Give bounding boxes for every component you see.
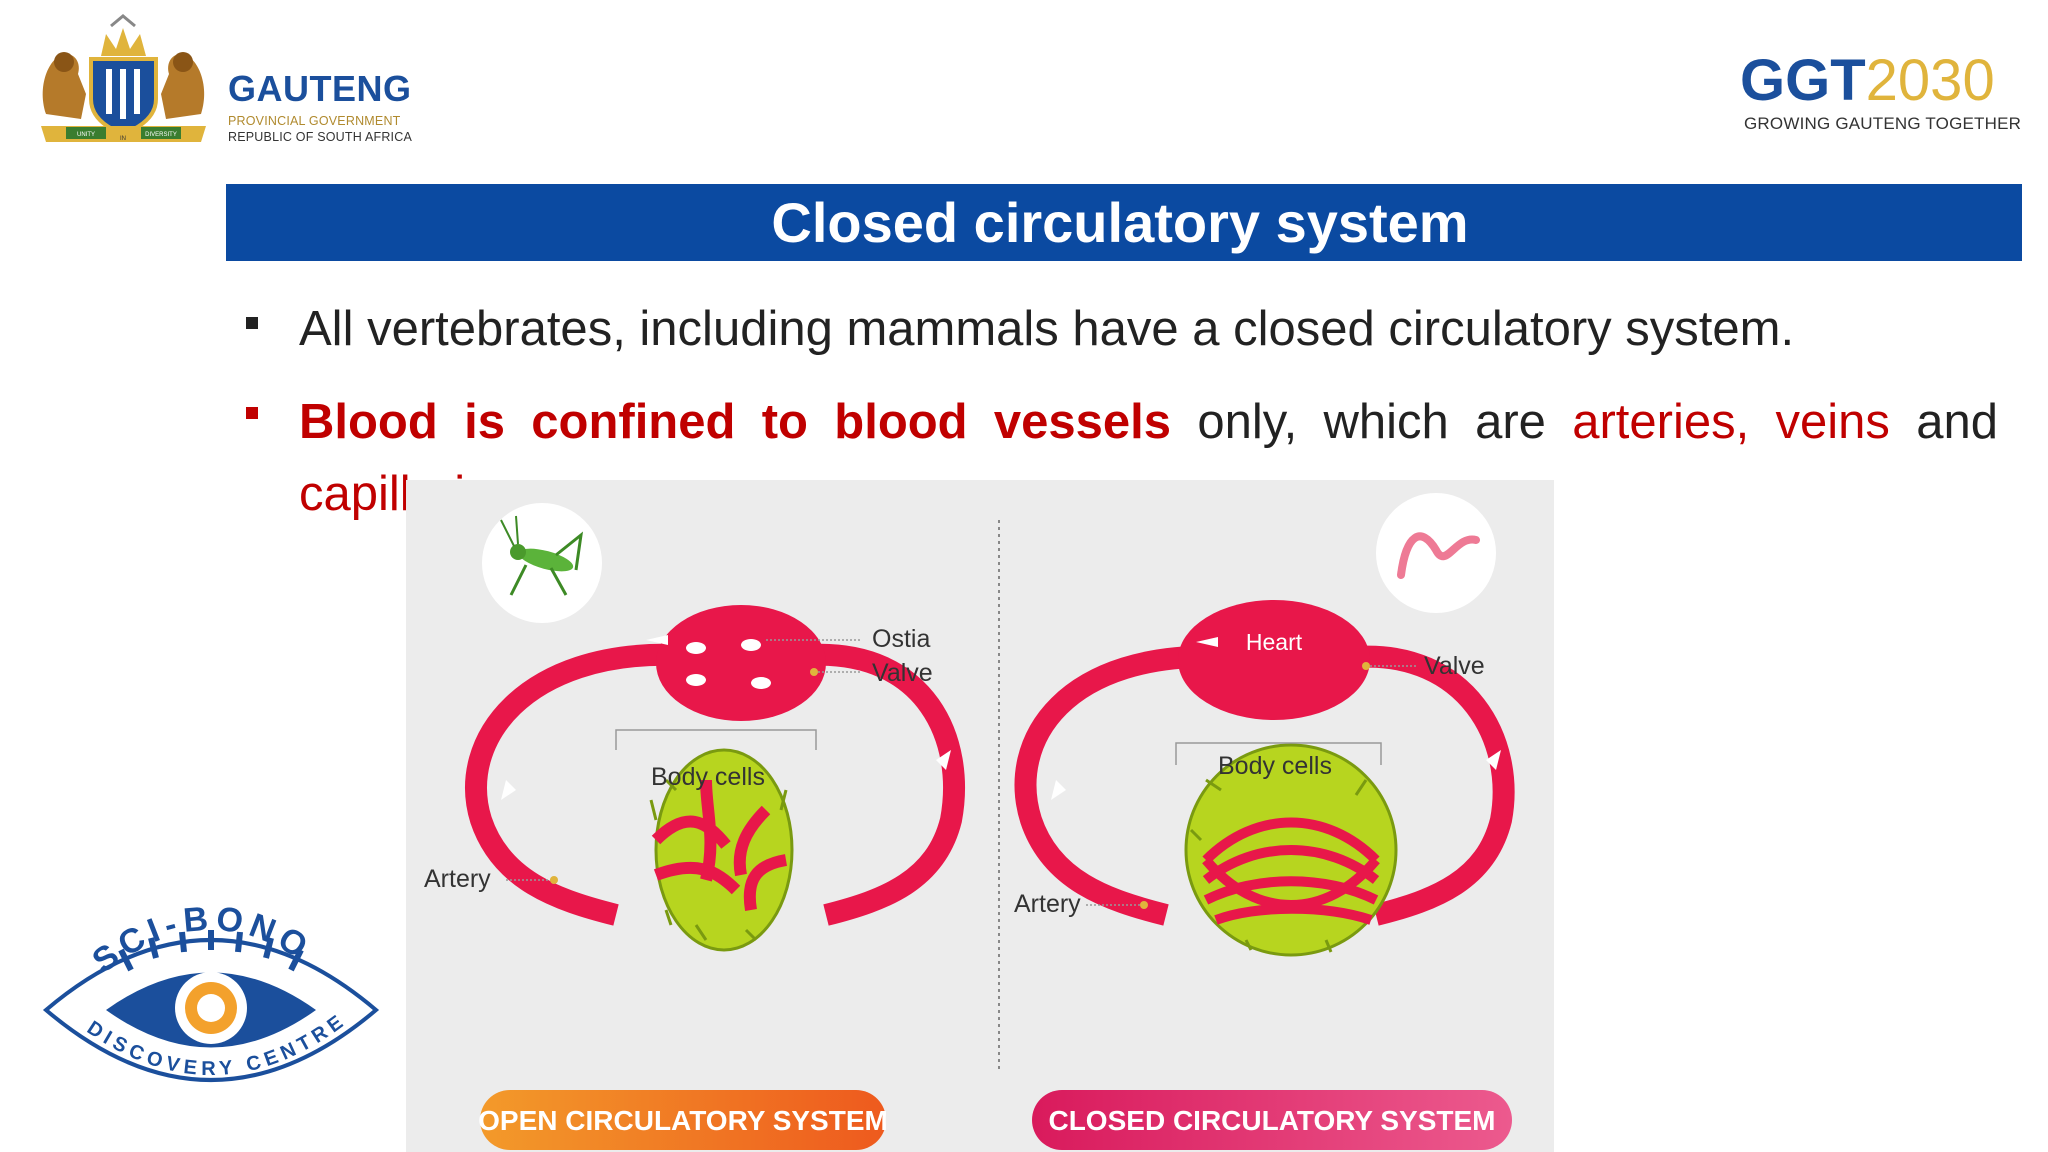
open-heart xyxy=(656,605,826,721)
gauteng-subtitle: PROVINCIAL GOVERNMENT xyxy=(228,114,401,128)
slide-title-band: Closed circulatory system xyxy=(226,184,2022,261)
ggt-wordmark: GGT2030 xyxy=(1740,48,1995,113)
circulatory-diagram: Ostia Valve Body cells Artery OPEN CIRCU… xyxy=(406,480,1554,1152)
gauteng-logo: UNITY IN DIVERSITY GAUTENG PROVINCIAL GO… xyxy=(36,14,416,144)
bullet-marker xyxy=(246,317,258,329)
label-heart: Heart xyxy=(1246,629,1303,655)
label-artery: Artery xyxy=(424,865,491,893)
ggt-tagline: GROWING GAUTENG TOGETHER xyxy=(1744,114,2022,133)
closed-body-cells xyxy=(1184,743,1398,957)
open-system: Ostia Valve Body cells Artery OPEN CIRCU… xyxy=(424,503,965,1150)
label-body-cells: Body cells xyxy=(651,763,765,791)
closed-heart xyxy=(1178,600,1370,720)
closed-system-pill xyxy=(1032,1090,1512,1150)
label-valve: Valve xyxy=(872,659,933,687)
grasshopper-icon xyxy=(500,515,584,596)
bullet-2: Blood is confined to blood vessels only,… xyxy=(299,395,1998,449)
open-system-pill xyxy=(480,1090,886,1150)
gauteng-country: REPUBLIC OF SOUTH AFRICA xyxy=(228,130,412,144)
coat-of-arms-icon: UNITY IN DIVERSITY xyxy=(41,14,206,142)
label-valve: Valve xyxy=(1424,652,1485,680)
svg-text:UNITY: UNITY xyxy=(77,132,95,138)
svg-text:IN: IN xyxy=(120,136,126,142)
closed-system-label: CLOSED CIRCULATORY SYSTEM xyxy=(1048,1105,1495,1136)
slide-title: Closed circulatory system xyxy=(771,191,1469,254)
sci-bono-logo: SCI-BONO DISCOVERY CENTRE xyxy=(36,880,386,1110)
label-ostia: Ostia xyxy=(872,625,930,653)
label-artery: Artery xyxy=(1014,890,1081,918)
bullet-1: All vertebrates, including mammals have … xyxy=(299,302,1795,356)
circulatory-diagram-svg: Ostia Valve Body cells Artery OPEN CIRCU… xyxy=(424,493,1515,1150)
label-body-cells: Body cells xyxy=(1218,752,1332,780)
worm-icon xyxy=(1397,532,1480,579)
closed-system: Heart Valve Body cells Artery CLOSED xyxy=(1014,493,1515,1150)
gauteng-name: GAUTENG xyxy=(228,68,412,109)
open-system-label: OPEN CIRCULATORY SYSTEM xyxy=(478,1105,888,1136)
ggt2030-logo: GGT2030 GROWING GAUTENG TOGETHER xyxy=(1740,52,2030,142)
svg-text:DIVERSITY: DIVERSITY xyxy=(145,132,177,138)
bullet-marker xyxy=(246,407,258,419)
sci-bono-eye-icon: SCI-BONO DISCOVERY CENTRE xyxy=(42,899,380,1082)
open-body-cells xyxy=(649,748,794,952)
